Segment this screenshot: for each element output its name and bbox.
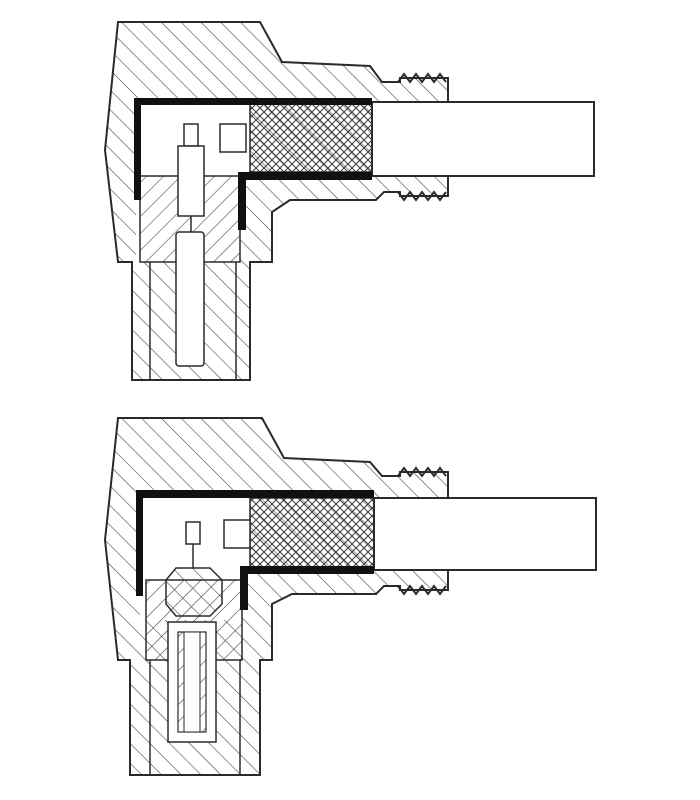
connector-top — [103, 21, 595, 381]
dielectric-bottom — [249, 497, 375, 569]
block-bottom — [223, 519, 251, 549]
thread-top-upper — [397, 72, 447, 84]
pin-shaft-top — [175, 231, 205, 367]
socket-head-bottom — [185, 521, 201, 545]
pin-collar-top — [177, 145, 205, 217]
socket-body-bottom — [165, 567, 223, 617]
insulator-top — [139, 175, 241, 263]
thread-bottom-upper — [397, 466, 447, 478]
dielectric-top — [249, 103, 373, 173]
inner-conductor-top — [238, 172, 372, 230]
cable-bottom — [373, 497, 597, 571]
thread-bottom-lower — [397, 584, 447, 596]
thread-top-lower — [397, 190, 447, 202]
cable-top — [371, 101, 595, 177]
connector-bottom — [103, 417, 597, 776]
pin-head-top — [183, 123, 199, 147]
inner-conductor-bottom — [240, 566, 374, 610]
block-top — [219, 123, 247, 153]
